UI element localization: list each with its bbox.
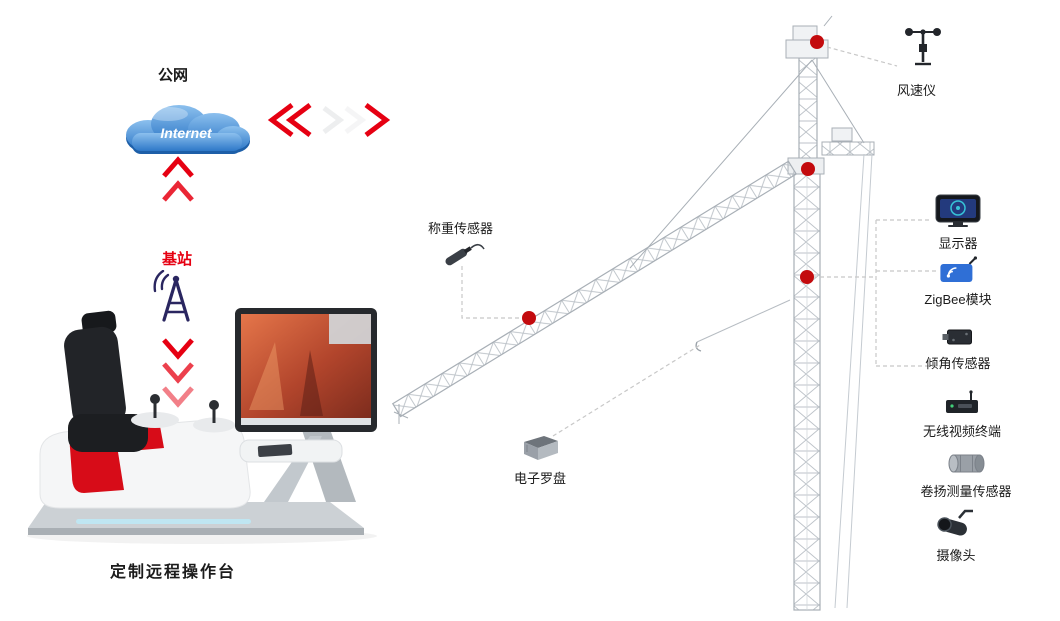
zigbee-module-icon [938, 256, 978, 284]
base-station-label: 基站 [162, 251, 193, 268]
internet-cloud-label: Internet [160, 125, 213, 141]
crane-tie-bars [629, 59, 865, 269]
sensor-markers [522, 35, 824, 325]
load-sensor-icon [445, 243, 485, 266]
anemometer-label: 风速仪 [897, 83, 937, 98]
crane-counter-jib [821, 127, 875, 156]
network-link-arrows [267, 103, 391, 137]
marker-mast [800, 270, 814, 284]
crane-hook-line [695, 299, 791, 352]
crane-hoist-cables [834, 153, 873, 609]
right-panel-item-display: 显示器 [935, 194, 981, 252]
joystick-right [193, 400, 235, 433]
right-panel-item-zigbee: ZigBee模块 [924, 256, 992, 308]
anemometer-icon [905, 28, 941, 66]
operator-console-illustration [27, 308, 377, 544]
right-panel-label: ZigBee模块 [924, 292, 992, 307]
right-panel-item-winch: 卷扬测量传感器 [920, 452, 1012, 500]
internet-cloud: Internet [126, 105, 250, 154]
right-panel-label: 无线视频终端 [922, 424, 1002, 439]
wireless-video-terminal-icon [944, 390, 980, 416]
load-sensor-label: 称重传感器 [428, 221, 494, 236]
crane-tower-head [785, 15, 833, 173]
console-monitor [235, 308, 377, 432]
compass-label: 电子罗盘 [514, 471, 567, 486]
downlink-arrows [162, 338, 194, 408]
monitor-icon [935, 194, 981, 228]
marker-anemometer [810, 35, 824, 49]
callout-connector-lines [461, 46, 942, 437]
right-panel-label: 倾角传感器 [925, 356, 991, 371]
public-network-label: 公网 [158, 67, 189, 84]
marker-load-sensor [522, 311, 536, 325]
camera-icon [935, 508, 977, 540]
compass-icon [524, 436, 558, 460]
right-panel-item-video: 无线视频终端 [923, 390, 1001, 440]
crane-jib-tip [393, 404, 409, 424]
right-panel-label: 显示器 [938, 236, 978, 251]
joystick-left [131, 394, 179, 428]
right-panel-label: 摄像头 [936, 548, 976, 563]
winch-sensor-icon [947, 452, 985, 476]
tilt-sensor-icon [941, 326, 974, 348]
crane-mast [793, 171, 821, 611]
uplink-arrows [162, 156, 194, 202]
base-station-antenna-icon [153, 270, 190, 322]
right-panel-item-camera: 摄像头 [935, 508, 977, 564]
right-panel-label: 卷扬测量传感器 [920, 484, 1012, 499]
crane-jib [391, 160, 798, 418]
operator-chair [64, 310, 148, 452]
crane-slewing-unit [787, 157, 825, 175]
console-caption: 定制远程操作台 [110, 564, 237, 581]
right-panel-item-tilt: 倾角传感器 [925, 326, 991, 372]
marker-slewing [801, 162, 815, 176]
